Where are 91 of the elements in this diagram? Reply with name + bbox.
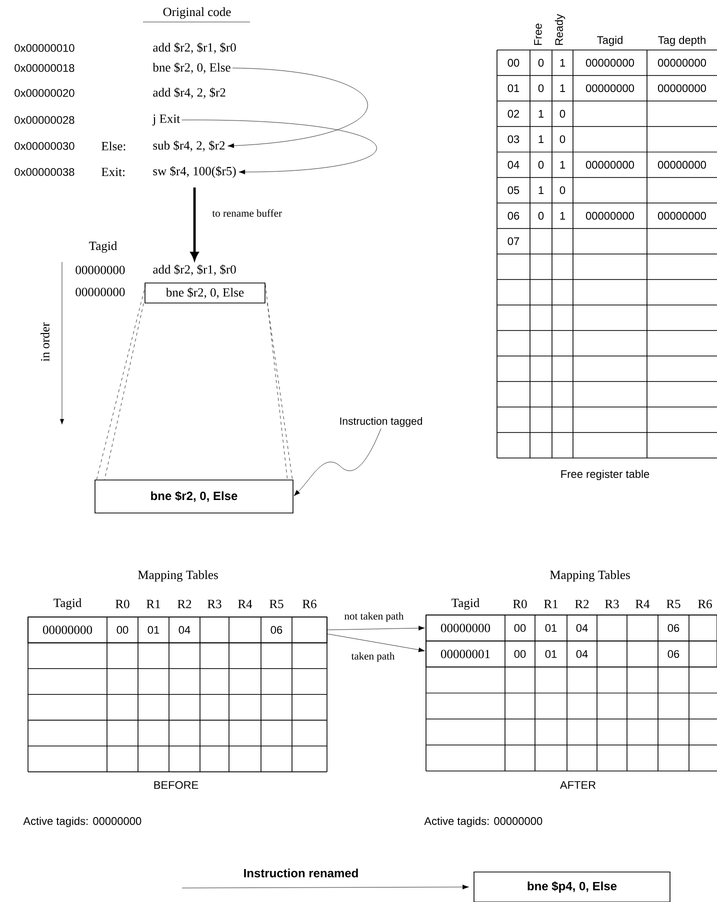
table-cell: 05 [508,186,520,194]
table-cell: 1 [560,84,566,92]
table-cell: 00000000 [586,212,634,220]
table-cell: 06 [508,212,520,220]
address-label: 0x00000038 [14,168,74,176]
arrow [327,626,425,630]
table-cell: 0 [560,110,566,118]
table-cell: 07 [508,237,520,246]
column-header: R5 [666,600,680,608]
code-line: add $r2, $r1, $r0 [153,264,236,276]
table-cell: 00000000 [586,84,634,92]
code-line: j Exit [152,114,180,126]
table-caption: BEFORE [154,781,198,789]
code-line: sw $r4, 100($r5) [153,166,236,178]
column-header: Tagid [597,36,622,46]
column-header: R4 [636,600,650,608]
arrow [327,634,425,652]
callout-text: Instruction tagged [340,417,422,427]
arrow [228,68,368,148]
dashed-line [265,284,288,480]
table-cell: 02 [508,110,520,118]
arrow [182,884,469,890]
address-label: 0x00000030 [14,142,74,150]
edge-label: taken path [350,651,396,663]
address-label: 0x00000020 [14,89,74,97]
instruction-box: bne $r2, 0, Else [144,282,266,304]
column-header: R3 [605,600,619,608]
tag-id: 00000000 [76,266,125,274]
table-row: 00000000 00 01 04 06 [28,616,328,644]
address-label: 0x00000018 [14,64,74,72]
table-cell: 00000000 [658,84,706,92]
leader-line [294,428,382,496]
column-header: R2 [575,600,589,608]
table-row: 00000000 00 01 04 06 [426,614,717,642]
arrow [190,188,198,260]
table-caption: Free register table [561,470,650,480]
table-cell: 0 [538,84,544,92]
column-header: Tag depth [658,36,706,46]
column-header: R6 [698,600,712,608]
column-header: Tagid [89,241,117,253]
table-cell: 1 [538,135,544,143]
column-header: R1 [544,600,558,608]
column-header: R0 [513,600,527,608]
table-cell: 1 [560,212,566,220]
address-label: 0x00000010 [14,44,74,52]
instruction-box: bne $p4, 0, Else [474,872,670,902]
table-cell: 00000000 [658,160,706,169]
column-header: Ready [554,14,566,45]
code-line: add $r2, $r1, $r0 [153,42,236,54]
column-header: Tagid [452,598,480,610]
instruction-box: bne $r2, 0, Else [94,480,294,514]
table-cell: 00000000 [658,58,706,67]
dashed-line [96,284,146,480]
table-cell: 0 [560,186,566,194]
table-caption: AFTER [560,781,596,789]
column-header: Free [534,24,542,45]
table-cell: 1 [538,186,544,194]
status-text: Active tagids: 00000000 [424,816,542,828]
code-label: Exit: [102,168,124,176]
table-row: 00000001 00 01 04 06 [426,640,717,668]
table-cell: 0 [560,135,566,144]
dashed-line [267,303,293,480]
table-cell: 0 [538,58,544,67]
address-label: 0x00000028 [14,116,74,124]
table-cell: 03 [508,135,520,144]
order-label: in order [40,322,50,362]
code-line: sub $r4, 2, $r2 [153,140,225,152]
heading: Original code [163,7,231,19]
table-cell: 0 [538,212,544,220]
edge-label: to rename buffer [211,208,283,218]
table-cell: 01 [508,84,520,92]
tag-id: 00000000 [76,288,125,296]
edge-label: not taken path [343,611,405,623]
table-cell: 04 [508,160,520,169]
table-cell: 0 [538,160,544,169]
table-cell: 1 [560,59,566,67]
table-cell: 1 [538,110,544,118]
edge-label: Instruction renamed [242,868,360,878]
table-cell: 1 [560,161,566,169]
table-cell: 00000000 [586,160,634,169]
dashed-line [104,303,144,480]
table-cell: 00 [508,58,520,67]
arrow [182,120,376,174]
table-cell: 00000000 [586,58,634,67]
code-line: add $r4, 2, $r2 [153,88,226,98]
status-text: Active tagids: 00000000 [23,816,142,828]
table-cell: 00000000 [658,212,706,220]
table-title: Mapping Tables [138,570,218,582]
code-line: bne $r2, 0, Else [152,62,230,74]
code-label: Else: [102,142,126,150]
table-title: Mapping Tables [550,570,630,582]
